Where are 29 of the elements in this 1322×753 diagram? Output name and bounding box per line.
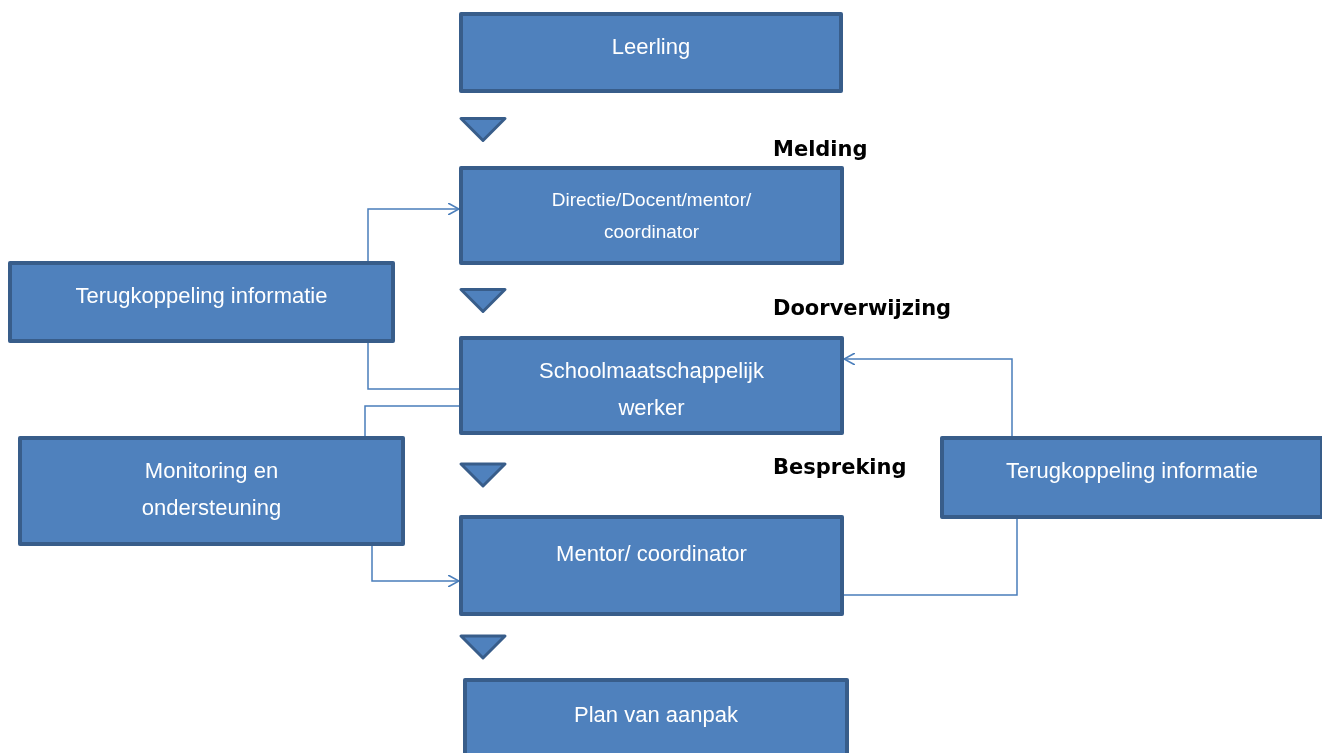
down-arrow xyxy=(459,117,507,142)
process-box xyxy=(940,436,1322,519)
box-label: Terugkoppeling informatie xyxy=(75,282,328,310)
connector-line xyxy=(843,518,1018,596)
process-box xyxy=(459,12,843,93)
box-label: Monitoring en ondersteuning xyxy=(140,457,283,523)
step-label: Bespreking xyxy=(773,455,907,479)
process-box xyxy=(459,336,844,435)
process-box xyxy=(459,166,844,265)
process-box xyxy=(18,436,405,546)
process-box xyxy=(8,261,395,343)
box-label: Mentor/ coordinator xyxy=(556,540,747,568)
arrow xyxy=(843,352,1013,437)
down-arrow xyxy=(459,288,507,313)
process-box xyxy=(463,678,849,753)
down-arrow xyxy=(459,634,507,660)
down-arrow xyxy=(459,462,507,488)
box-label: Terugkoppeling informatie xyxy=(1006,457,1258,485)
box-label: Schoolmaatschappelijk werker xyxy=(538,357,765,423)
box-label: Directie/Docent/mentor/ coordinator xyxy=(550,188,753,245)
process-box xyxy=(459,515,844,616)
connector-line xyxy=(364,405,460,437)
box-label: Leerling xyxy=(611,33,691,61)
box-label: Plan van aanpak xyxy=(574,701,738,729)
arrow xyxy=(367,202,460,262)
arrow xyxy=(371,545,460,588)
step-label: Melding xyxy=(773,137,868,161)
step-label: Doorverwijzing xyxy=(773,296,952,320)
connector-line xyxy=(367,342,460,390)
